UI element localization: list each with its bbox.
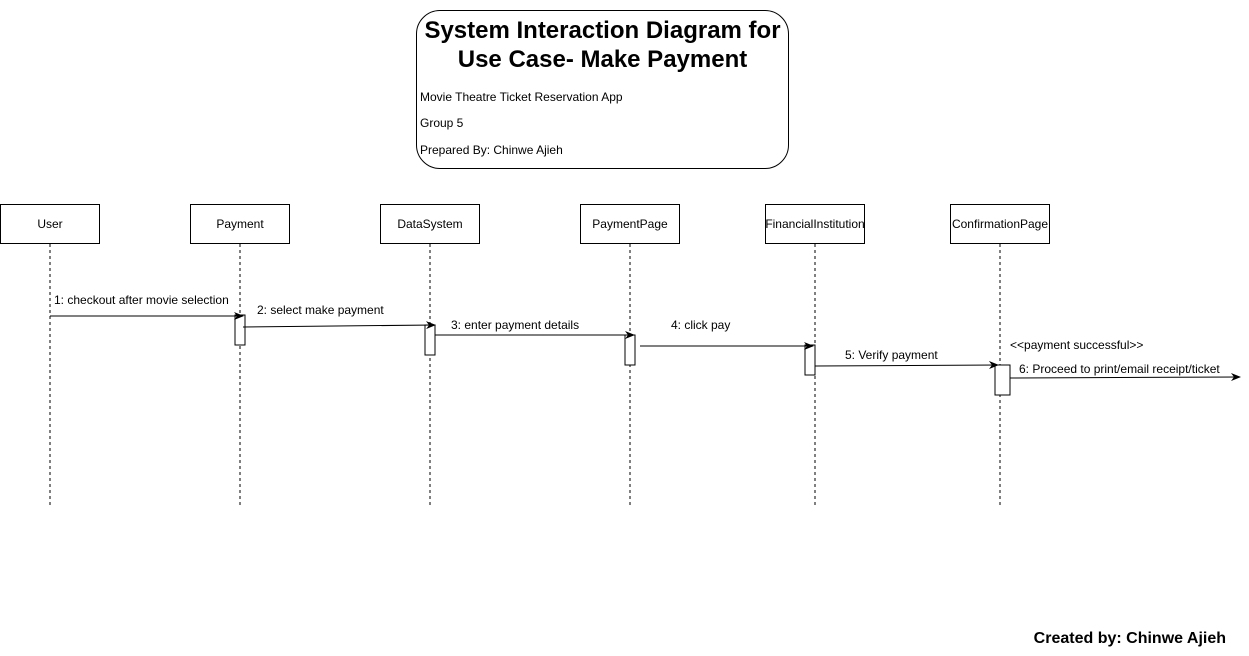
activation-confirmationpage xyxy=(994,364,1011,396)
activation-datasystem xyxy=(424,324,436,356)
participant-payment: Payment xyxy=(190,204,290,244)
message-arrow-5 xyxy=(814,361,999,370)
title-line-2: Use Case- Make Payment xyxy=(457,46,748,73)
app-name-text: Movie Theatre Ticket Reservation App xyxy=(420,90,623,104)
participant-user: User xyxy=(0,204,100,244)
activation-payment xyxy=(234,314,246,346)
activation-financialinstitution xyxy=(804,344,816,376)
prepared-by-text: Prepared By: Chinwe Ajieh xyxy=(420,143,563,157)
created-by-footer: Created by: Chinwe Ajieh xyxy=(1033,630,1226,647)
message-label-3: 3: enter payment details xyxy=(451,318,580,332)
message-arrow-2 xyxy=(242,321,436,330)
participant-financialinstitution: FinancialInstitution xyxy=(765,204,865,244)
message-label-6: 6: Proceed to print/email receipt/ticket xyxy=(1019,362,1220,376)
message-arrow-6 xyxy=(1009,373,1241,382)
title-box: System Interaction Diagram for Use Case-… xyxy=(416,10,789,169)
message-label-4: 4: click pay xyxy=(671,318,731,332)
participant-confirmationpage: ConfirmationPage xyxy=(950,204,1050,244)
group-text: Group 5 xyxy=(420,116,464,130)
message-label-1: 1: checkout after movie selection xyxy=(54,293,229,307)
title-line-1: System Interaction Diagram for xyxy=(424,17,781,44)
message-label-2: 2: select make payment xyxy=(257,303,384,317)
message-label-5: 5: Verify payment xyxy=(845,348,938,362)
participant-paymentpage: PaymentPage xyxy=(580,204,680,244)
activation-paymentpage xyxy=(624,334,636,366)
stereotype-label: <<payment successful>> xyxy=(1010,338,1144,352)
diagram-title: System Interaction Diagram for Use Case-… xyxy=(417,16,788,74)
participant-datasystem: DataSystem xyxy=(380,204,480,244)
